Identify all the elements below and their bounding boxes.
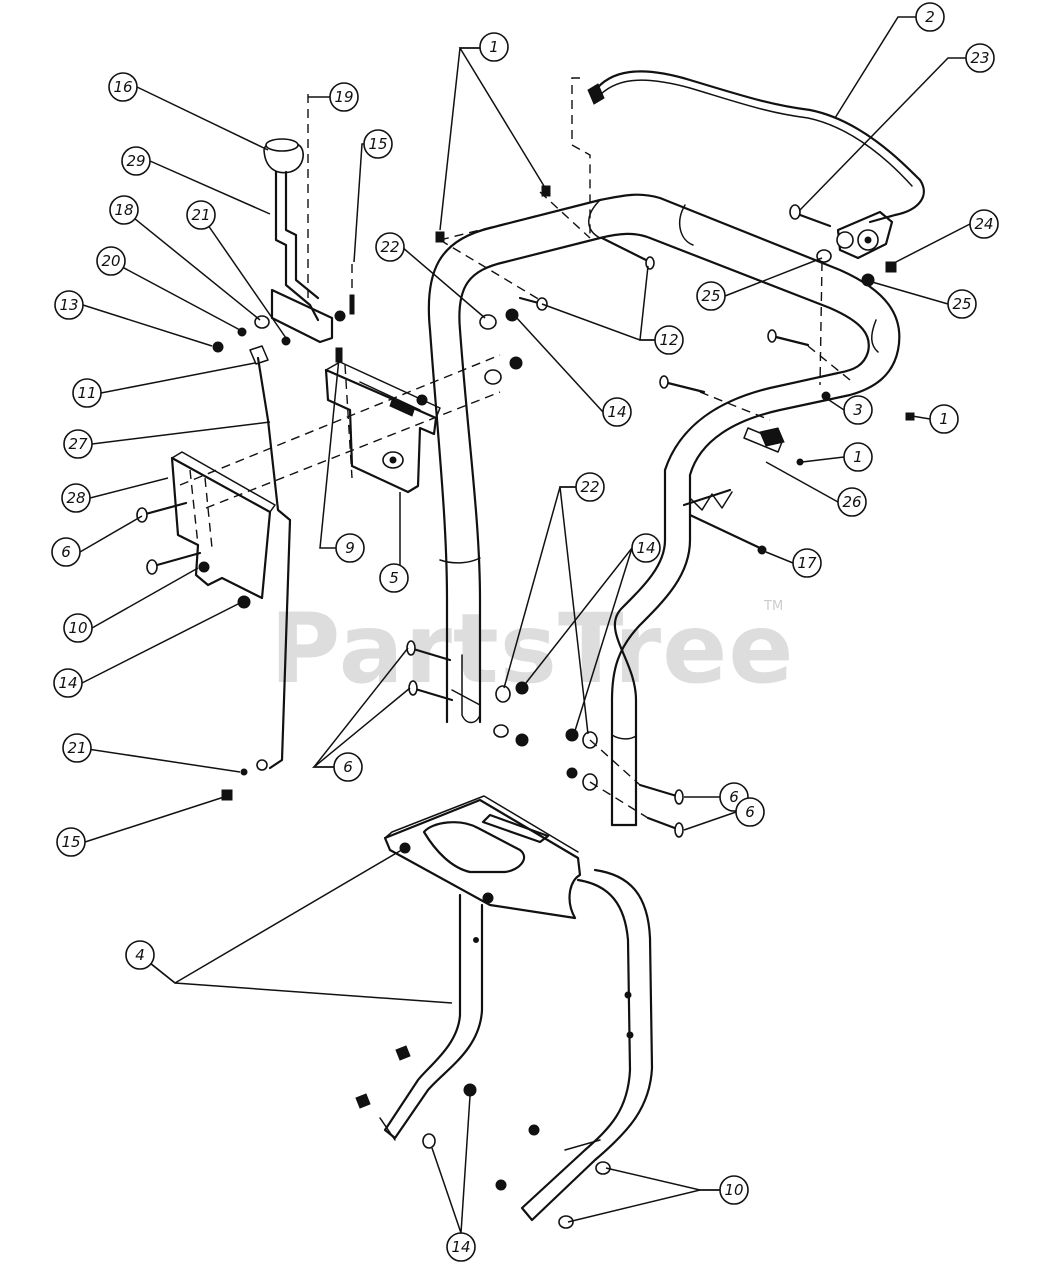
callout-21a-label: 21 [191,206,210,224]
callout-1a-label: 1 [489,38,499,56]
callout-21b: 21 [62,733,92,763]
callout-11: 11 [72,378,102,408]
callout-17-label: 17 [797,554,817,572]
callout-1c-label: 1 [853,448,863,466]
watermark-trademark: TM [763,599,783,614]
callout-14c: 14 [631,533,661,563]
callout-10a-label: 10 [68,619,87,637]
callout-25b: 25 [947,289,977,319]
callout-28: 28 [61,483,91,513]
callout-1b: 1 [929,404,959,434]
callout-10a: 10 [63,613,93,643]
shift-plate-5 [324,347,441,494]
callout-28-label: 28 [66,489,85,507]
callout-9-label: 9 [345,539,355,557]
callout-25a: 25 [696,281,726,311]
callout-15a-label: 15 [368,135,387,153]
callout-14c-label: 14 [636,539,655,557]
callout-12: 12 [654,325,684,355]
callout-14d-label: 14 [451,1238,470,1256]
callout-22a-label: 22 [380,238,399,256]
upper-hardware [435,185,851,421]
callout-6d: 6 [735,797,765,827]
callout-3-label: 3 [853,401,863,419]
shift-lever-assembly [212,94,355,801]
callout-23: 23 [965,43,995,73]
callout-6a-label: 6 [61,543,71,561]
callout-27: 27 [63,429,93,459]
callout-16-label: 16 [113,78,132,96]
callout-13-label: 13 [59,296,78,314]
callout-12-label: 12 [659,331,678,349]
callout-14a-label: 14 [607,403,626,421]
callout-1c: 1 [843,442,873,472]
callout-11-label: 11 [77,384,96,402]
callout-21a: 21 [186,200,216,230]
callout-6c-label: 6 [729,788,739,806]
callout-18-label: 18 [114,201,133,219]
watermark-text: PartsTree [270,593,794,705]
callout-6b-label: 6 [343,758,353,776]
callout-15a: 15 [363,129,393,159]
callout-17: 17 [792,548,822,578]
callout-25a-label: 25 [701,287,720,305]
callout-20-label: 20 [101,252,120,270]
callout-6a: 6 [51,537,81,567]
upper-handle [427,193,901,827]
callout-6b: 6 [333,752,363,782]
callout-13: 13 [54,290,84,320]
callout-26-label: 26 [842,493,861,511]
callout-4-label: 4 [135,946,145,964]
cable-bracket [789,204,897,386]
callout-14b-label: 14 [58,674,77,692]
watermark: PartsTree TM [270,593,794,705]
callout-2: 2 [915,2,945,32]
callout-22b: 22 [575,472,605,502]
callout-4: 4 [125,940,155,970]
bracket-28 [136,354,501,609]
callout-22a: 22 [375,232,405,262]
callout-6d-label: 6 [745,803,755,821]
callout-26: 26 [837,487,867,517]
callout-25b-label: 25 [952,295,971,313]
callout-10b-label: 10 [724,1181,743,1199]
callout-24-label: 24 [974,215,993,233]
callout-5-label: 5 [389,569,399,587]
callout-22b-label: 22 [580,478,599,496]
callout-27-label: 27 [68,435,88,453]
callout-5: 5 [379,563,409,593]
callout-19-label: 19 [334,88,353,106]
callout-16: 16 [108,72,138,102]
callout-14b: 14 [53,668,83,698]
callout-14a: 14 [602,397,632,427]
callout-3: 3 [843,395,873,425]
callout-9: 9 [335,533,365,563]
callout-14d: 14 [446,1232,476,1262]
callout-20: 20 [96,246,126,276]
callout-10b: 10 [719,1175,749,1205]
spring-assembly [682,391,915,555]
lower-handle [355,795,654,1229]
control-cable [571,70,925,235]
callout-2-label: 2 [925,8,935,26]
callout-1a: 1 [479,32,509,62]
callout-1b-label: 1 [939,410,949,428]
callout-19: 19 [329,82,359,112]
callout-29-label: 29 [126,152,145,170]
callout-29: 29 [121,146,151,176]
callout-15b: 15 [56,827,86,857]
callout-23-label: 23 [970,49,989,67]
callout-24: 24 [969,209,999,239]
callout-15b-label: 15 [61,833,80,851]
callout-21b-label: 21 [67,739,86,757]
callout-18: 18 [109,195,139,225]
